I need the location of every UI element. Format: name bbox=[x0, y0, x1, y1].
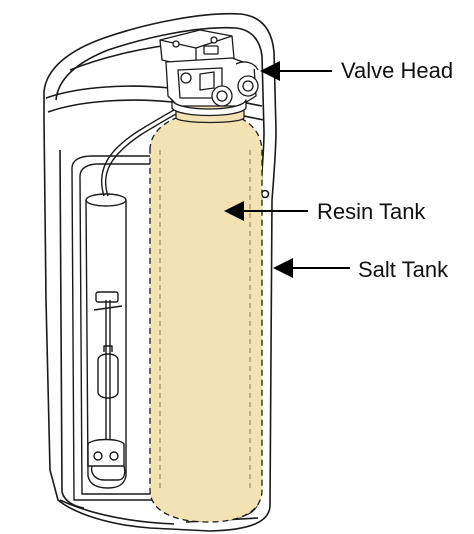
resin-tank bbox=[149, 98, 263, 523]
callout-arrows bbox=[224, 61, 350, 278]
valve-head-label: Valve Head bbox=[341, 58, 454, 83]
valve-head bbox=[159, 29, 259, 117]
resin-tank-label: Resin Tank bbox=[317, 199, 426, 224]
resin-tank-fill bbox=[150, 112, 262, 522]
salt-tank-label: Salt Tank bbox=[358, 257, 449, 282]
